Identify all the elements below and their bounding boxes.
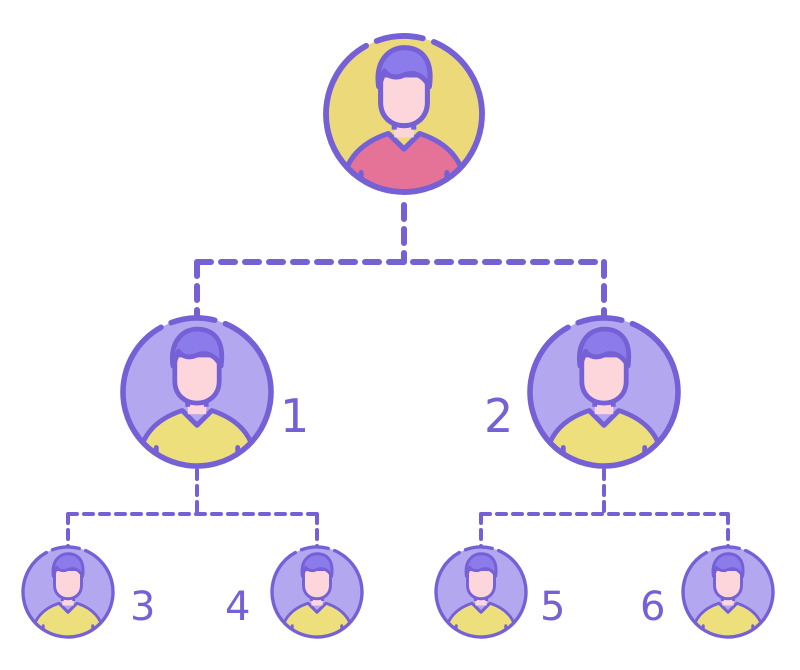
person-icon xyxy=(30,552,106,636)
node-label-4: 4 xyxy=(225,584,250,630)
person-icon xyxy=(690,552,766,636)
avatar-node-n4 xyxy=(270,545,364,639)
avatar-node-n3 xyxy=(21,545,115,639)
connector-lines xyxy=(66,202,730,549)
connector-node1-children xyxy=(66,468,319,549)
node-label-2: 2 xyxy=(484,389,513,443)
connector-node2-children xyxy=(479,468,730,549)
avatar-node-n5 xyxy=(434,545,528,639)
avatar-ring xyxy=(120,315,274,469)
avatar-ring xyxy=(21,545,115,639)
avatar-ring xyxy=(527,315,681,469)
avatar-ring xyxy=(434,545,528,639)
avatar-node-n1 xyxy=(120,315,274,469)
avatar-node-root xyxy=(323,33,485,195)
avatar-ring xyxy=(323,33,485,195)
avatar-node-n2 xyxy=(527,315,681,469)
avatar-node-n6 xyxy=(681,545,775,639)
label-group: 1 2 3 4 5 6 xyxy=(130,389,665,630)
person-icon xyxy=(135,326,259,465)
node-label-3: 3 xyxy=(130,584,155,630)
avatar-ring xyxy=(270,545,364,639)
node-label-5: 5 xyxy=(540,584,565,630)
person-icon xyxy=(279,552,355,636)
connector-root-children xyxy=(194,202,607,321)
node-label-6: 6 xyxy=(640,584,665,630)
avatar-ring xyxy=(681,545,775,639)
node-group xyxy=(21,33,775,639)
node-label-1: 1 xyxy=(280,389,309,443)
